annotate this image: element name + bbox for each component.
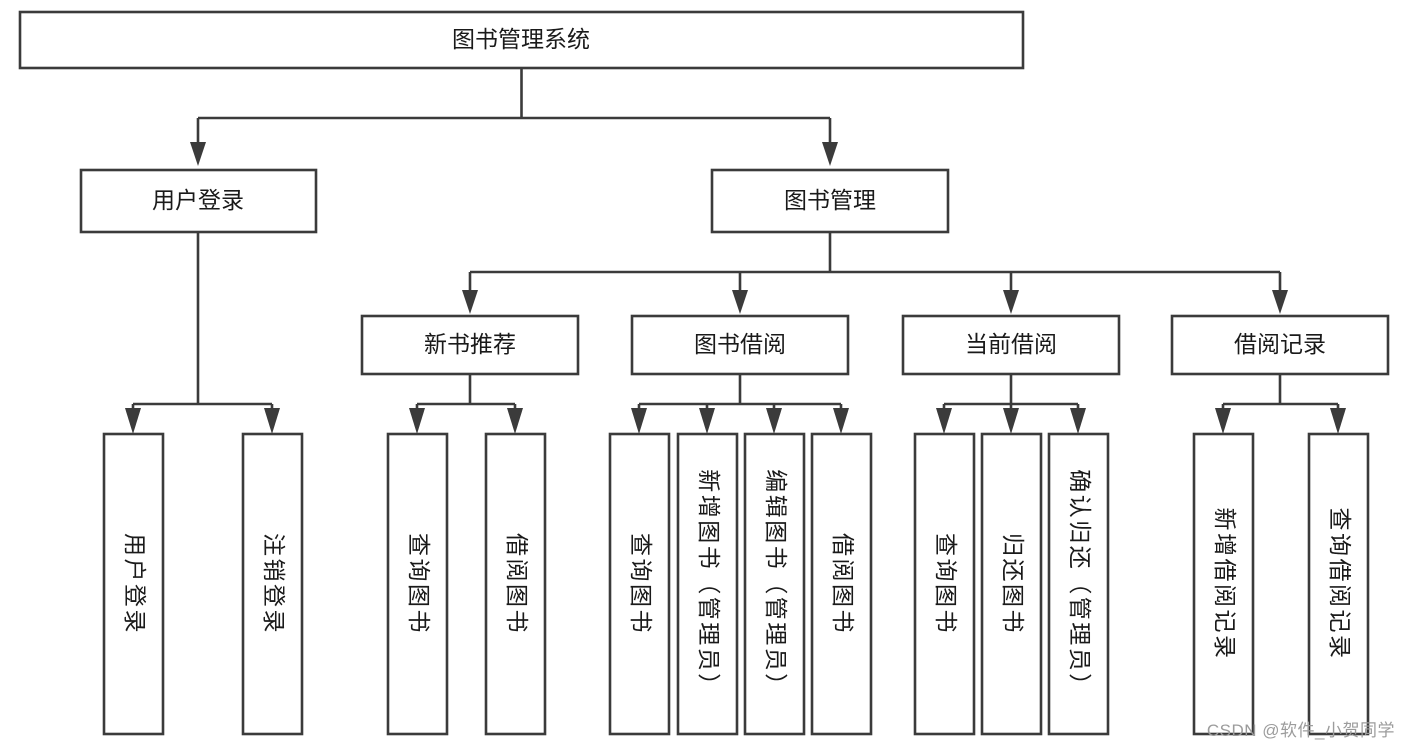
node-book-borrow-box[interactable] xyxy=(630,314,850,376)
node-borrow-record-label: 借阅记录 xyxy=(1234,331,1326,357)
node-current-borrow-label: 当前借阅 xyxy=(965,331,1057,357)
node-new-book-recommend-box[interactable] xyxy=(360,314,580,376)
node-root-box[interactable] xyxy=(18,10,1025,70)
node-leaf-user-login-logout-box[interactable] xyxy=(241,432,304,736)
node-leaf-new-book-borrow[interactable]: 借阅图书 xyxy=(484,432,547,736)
node-user-login[interactable]: 用户登录 xyxy=(79,168,318,234)
node-leaf-new-book-borrow-label: 借阅图书 xyxy=(504,533,530,635)
node-leaf-new-book-borrow-box[interactable] xyxy=(484,432,547,736)
node-leaf-new-book-query[interactable]: 查询图书 xyxy=(386,432,449,736)
node-leaf-book-borrow-edit-label: 编辑图书（管理员） xyxy=(763,469,789,699)
node-leaf-book-borrow-query-label: 查询图书 xyxy=(628,533,654,635)
arrow-borrow-record-child-2 xyxy=(1330,408,1346,434)
node-leaf-borrow-record-add[interactable]: 新增借阅记录 xyxy=(1192,432,1255,736)
node-new-book-recommend-label: 新书推荐 xyxy=(424,331,516,357)
node-leaf-new-book-query-box[interactable] xyxy=(386,432,449,736)
arrow-current-borrow-child-2 xyxy=(1003,408,1019,434)
node-leaf-new-book-query-label: 查询图书 xyxy=(406,533,432,635)
connector-group-book-borrow-children xyxy=(631,374,849,434)
node-leaf-current-borrow-confirm-box[interactable] xyxy=(1047,432,1110,736)
arrow-book-mgmt-child-1 xyxy=(462,290,478,314)
node-borrow-record[interactable]: 借阅记录 xyxy=(1170,314,1390,376)
arrow-book-borrow-child-4 xyxy=(833,408,849,434)
node-leaf-book-borrow-query[interactable]: 查询图书 xyxy=(608,432,671,736)
csdn-watermark: CSDN @软件_小贺同学 xyxy=(1206,721,1395,740)
connector-group-book-mgmt-children xyxy=(462,232,1288,314)
node-leaf-book-borrow-add-box[interactable] xyxy=(676,432,739,736)
node-leaf-current-borrow-confirm-label: 确认归还（管理员） xyxy=(1067,469,1093,699)
arrow-book-borrow-child-3 xyxy=(766,408,782,434)
node-leaf-current-borrow-query-label: 查询图书 xyxy=(933,533,959,635)
node-new-book-recommend[interactable]: 新书推荐 xyxy=(360,314,580,376)
arrow-book-mgmt-child-4 xyxy=(1272,290,1288,314)
connector-group-current-borrow-children xyxy=(936,374,1086,434)
arrow-current-borrow-child-3 xyxy=(1070,408,1086,434)
node-leaf-user-login-logout-label: 注销登录 xyxy=(261,533,287,635)
node-leaf-book-borrow-borrow-label: 借阅图书 xyxy=(830,533,856,635)
node-borrow-record-box[interactable] xyxy=(1170,314,1390,376)
connector-group-root-to-level2 xyxy=(190,68,838,166)
node-leaf-user-login-login-box[interactable] xyxy=(102,432,165,736)
node-book-management-box[interactable] xyxy=(710,168,950,234)
node-leaf-user-login-login-label: 用户登录 xyxy=(122,533,148,635)
node-leaf-user-login-login[interactable]: 用户登录 xyxy=(102,432,165,736)
arrow-book-borrow-child-2 xyxy=(699,408,715,434)
arrow-user-login-child-2 xyxy=(264,408,280,434)
node-current-borrow-box[interactable] xyxy=(901,314,1121,376)
node-current-borrow[interactable]: 当前借阅 xyxy=(901,314,1121,376)
node-leaf-book-borrow-borrow[interactable]: 借阅图书 xyxy=(810,432,873,736)
connector-group-new-book-children xyxy=(409,374,523,434)
node-leaf-book-borrow-borrow-box[interactable] xyxy=(810,432,873,736)
arrow-to-book-mgmt xyxy=(822,142,838,166)
node-leaf-book-borrow-edit[interactable]: 编辑图书（管理员） xyxy=(743,432,806,736)
node-leaf-current-borrow-return[interactable]: 归还图书 xyxy=(980,432,1043,736)
node-leaf-book-borrow-query-box[interactable] xyxy=(608,432,671,736)
arrow-user-login-child-1 xyxy=(125,408,141,434)
node-book-management[interactable]: 图书管理 xyxy=(710,168,950,234)
node-book-management-label: 图书管理 xyxy=(784,187,876,213)
connector-group-user-login-children xyxy=(125,232,280,434)
arrow-to-user-login xyxy=(190,142,206,166)
arrow-book-borrow-child-1 xyxy=(631,408,647,434)
node-root-book-management-system[interactable]: 图书管理系统 xyxy=(18,10,1025,70)
node-leaf-borrow-record-query-label: 查询借阅记录 xyxy=(1327,508,1353,661)
node-leaf-current-borrow-return-label: 归还图书 xyxy=(1000,533,1026,635)
node-leaf-borrow-record-query[interactable]: 查询借阅记录 xyxy=(1307,432,1370,736)
node-user-login-label: 用户登录 xyxy=(152,187,244,213)
node-root-label: 图书管理系统 xyxy=(452,26,590,52)
node-leaf-current-borrow-query-box[interactable] xyxy=(913,432,976,736)
arrow-new-book-child-1 xyxy=(409,408,425,434)
node-user-login-box[interactable] xyxy=(79,168,318,234)
node-book-borrow[interactable]: 图书借阅 xyxy=(630,314,850,376)
node-leaf-current-borrow-return-box[interactable] xyxy=(980,432,1043,736)
arrow-book-mgmt-child-2 xyxy=(732,290,748,314)
arrow-borrow-record-child-1 xyxy=(1215,408,1231,434)
node-leaf-book-borrow-add-label: 新增图书（管理员） xyxy=(696,469,722,699)
node-leaf-current-borrow-confirm[interactable]: 确认归还（管理员） xyxy=(1047,432,1110,736)
arrow-new-book-child-2 xyxy=(507,408,523,434)
arrow-book-mgmt-child-3 xyxy=(1003,290,1019,314)
node-leaf-borrow-record-query-box[interactable] xyxy=(1307,432,1370,736)
node-leaf-borrow-record-add-box[interactable] xyxy=(1192,432,1255,736)
node-leaf-user-login-logout[interactable]: 注销登录 xyxy=(241,432,304,736)
node-leaf-current-borrow-query[interactable]: 查询图书 xyxy=(913,432,976,736)
node-book-borrow-label: 图书借阅 xyxy=(694,331,786,357)
arrow-current-borrow-child-1 xyxy=(936,408,952,434)
node-leaf-book-borrow-add[interactable]: 新增图书（管理员） xyxy=(676,432,739,736)
connector-group-borrow-record-children xyxy=(1215,374,1346,434)
node-leaf-borrow-record-add-label: 新增借阅记录 xyxy=(1212,508,1238,661)
node-leaf-book-borrow-edit-box[interactable] xyxy=(743,432,806,736)
